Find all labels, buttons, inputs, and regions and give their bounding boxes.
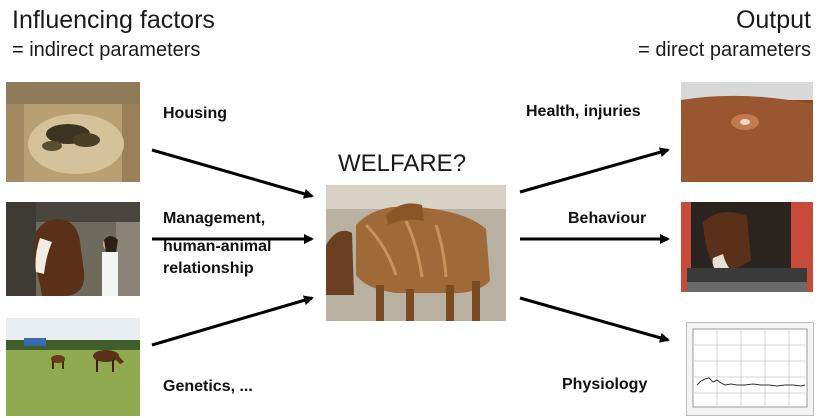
- genetics-pasture-photo: [6, 318, 140, 416]
- arrow-welfare-to-physiology: [519, 296, 670, 343]
- arrow-genetics-to-welfare: [151, 295, 314, 347]
- behaviour-horse-stable-photo: [681, 202, 813, 292]
- input-label-management-line3: relationship: [163, 260, 254, 277]
- physiology-graph-thumbnail: [686, 322, 814, 416]
- arrow-housing-to-welfare: [151, 148, 314, 199]
- output-label-behaviour: Behaviour: [568, 210, 647, 227]
- right-subtitle: = direct parameters: [638, 39, 811, 61]
- left-subtitle: = indirect parameters: [12, 39, 201, 61]
- welfare-title: WELFARE?: [338, 150, 467, 177]
- thin-horses-photo: [326, 185, 506, 321]
- input-label-management-line2: human-animal: [163, 238, 272, 255]
- right-title: Output: [735, 6, 811, 34]
- injury-wound-photo: [681, 82, 813, 182]
- management-horse-person-photo: [6, 202, 140, 296]
- output-label-physiology: Physiology: [562, 376, 648, 393]
- input-label-genetics: Genetics, ...: [163, 378, 253, 395]
- left-title: Influencing factors: [12, 6, 215, 34]
- housing-stall-photo: [6, 82, 140, 182]
- output-label-health: Health, injuries: [526, 103, 641, 120]
- input-label-housing: Housing: [163, 105, 227, 122]
- arrow-welfare-to-health: [519, 147, 670, 194]
- input-label-management-line1: Management,: [163, 210, 266, 227]
